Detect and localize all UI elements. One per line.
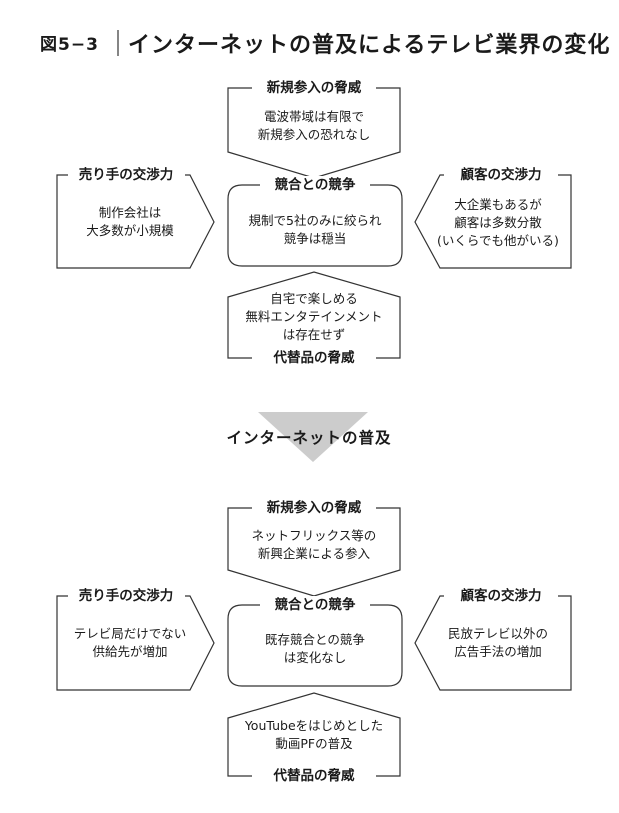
after-rivalry-label: 競合との競争 bbox=[270, 596, 360, 614]
transition-label: インターネットの普及 bbox=[226, 429, 392, 447]
after-rivalry-text: 既存競合との競争 は変化なし bbox=[265, 632, 365, 665]
before-substitutes-text: 自宅で楽しめる 無料エンタテインメント は存在せず bbox=[245, 291, 383, 342]
before-suppliers-shape bbox=[56, 174, 215, 269]
after-suppliers-label: 売り手の交渉力 bbox=[74, 587, 178, 605]
after-suppliers-shape bbox=[56, 595, 215, 691]
before-substitutes-shape bbox=[227, 271, 401, 359]
before-rivalry-shape bbox=[227, 184, 403, 267]
after-suppliers-text: テレビ局だけでない 供給先が増加 bbox=[73, 626, 187, 659]
before-substitutes-label: 代替品の脅威 bbox=[269, 349, 359, 367]
figure-number: 図5−3 bbox=[40, 35, 99, 55]
after-rivalry-shape bbox=[227, 604, 403, 687]
after-substitutes-shape bbox=[227, 692, 401, 777]
before-buyers-label: 顧客の交渉力 bbox=[456, 166, 546, 184]
after-buyers-label: 顧客の交渉力 bbox=[456, 587, 546, 605]
after-new-entrants-text: ネットフリックス等の 新興企業による参入 bbox=[251, 528, 377, 561]
transition-arrow bbox=[258, 412, 368, 462]
before-rivalry-label: 競合との競争 bbox=[270, 176, 360, 194]
before-suppliers-text: 制作会社は 大多数が小規模 bbox=[86, 205, 174, 238]
after-buyers-shape bbox=[414, 595, 572, 691]
after-substitutes-text: YouTubeをはじめとした 動画PFの普及 bbox=[244, 718, 384, 751]
after-substitutes-label: 代替品の脅威 bbox=[269, 767, 359, 785]
after-buyers-text: 民放テレビ以外の 広告手法の増加 bbox=[447, 626, 549, 659]
before-new-entrants-text: 電波帯域は有限で 新規参入の恐れなし bbox=[257, 109, 371, 142]
before-buyers-text: 大企業もあるが 顧客は多数分散 (いくらでも他がいる) bbox=[437, 197, 559, 248]
before-new-entrants-label: 新規参入の脅威 bbox=[262, 79, 366, 97]
after-new-entrants-label: 新規参入の脅威 bbox=[262, 499, 366, 517]
figure-title: インターネットの普及によるテレビ業界の変化 bbox=[128, 33, 611, 58]
before-buyers-shape bbox=[414, 174, 572, 269]
before-rivalry-text: 規制で5社のみに絞られ 競争は穏当 bbox=[248, 213, 382, 246]
before-suppliers-label: 売り手の交渉力 bbox=[74, 166, 178, 184]
